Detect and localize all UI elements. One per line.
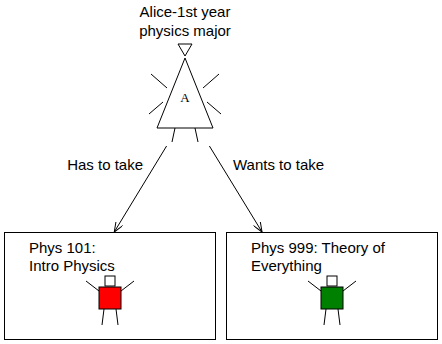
- red-figure: [86, 276, 134, 325]
- course-title: Phys 999: Theory of Everything: [251, 239, 401, 275]
- figure-limb: [172, 128, 175, 142]
- person-heading: Alice-1st year physics major: [125, 2, 245, 40]
- edge-label: Has to take: [65, 156, 145, 174]
- figure-limb: [151, 74, 167, 88]
- course-title: Phys 101: Intro Physics: [29, 239, 121, 275]
- figure-limb: [203, 74, 219, 88]
- figure-limb: [195, 128, 198, 142]
- green-figure: [308, 276, 356, 325]
- edge-label: Wants to take: [231, 156, 326, 174]
- course-box: Phys 101: Intro Physics: [4, 232, 216, 340]
- figure-outline: [178, 44, 192, 56]
- figure-limb: [149, 102, 163, 114]
- person-initial: A: [125, 88, 245, 108]
- person-node: Alice-1st year physics majorA: [125, 2, 251, 146]
- figure-limb: [207, 102, 221, 114]
- course-box: Phys 999: Theory of Everything: [226, 232, 438, 340]
